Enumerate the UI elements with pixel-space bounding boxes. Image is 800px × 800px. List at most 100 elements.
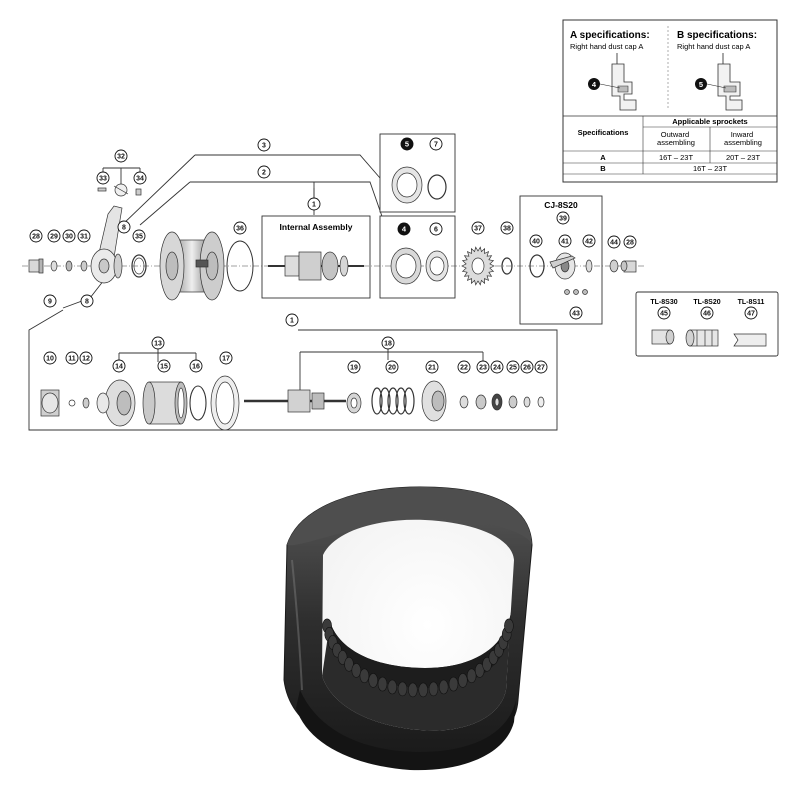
callout-number: 43 <box>572 311 580 318</box>
callout-n29-badge: 29 <box>47 229 61 243</box>
callout-circle <box>65 351 79 365</box>
callout-n16-badge: 16 <box>189 359 203 373</box>
part-5-dust-cap-b <box>391 166 423 204</box>
callout-number: 2 <box>262 170 266 177</box>
callout-circle <box>80 294 94 308</box>
part-35-ring <box>131 254 147 278</box>
callout-n28a-badge: 28 <box>29 229 43 243</box>
callout-circle <box>607 235 621 249</box>
callout-n23-badge: 23 <box>476 360 490 374</box>
dust-cap-a-drawing: 4 <box>588 53 637 111</box>
callout-circle <box>476 360 490 374</box>
part-30-washer <box>65 260 73 272</box>
ring-scallop <box>474 663 485 678</box>
ring-scallop <box>448 676 459 692</box>
callout-circle <box>257 165 271 179</box>
row-b-combined: 16T – 23T <box>693 164 727 173</box>
ring-inner-scallops <box>322 618 514 698</box>
part-33-34-pulley <box>97 183 142 197</box>
part-19-sun-gear <box>346 392 362 414</box>
row-a-inward: 20T – 23T <box>726 153 760 162</box>
part-20-spring <box>371 387 415 415</box>
callout-number: 42 <box>585 239 593 246</box>
part-25-washer <box>508 395 518 409</box>
ring-scallop <box>438 679 449 695</box>
callout-n6-badge: 6 <box>429 222 443 236</box>
b-spec-subtitle: Right hand dust cap A <box>677 42 750 51</box>
upper-parts <box>28 166 767 347</box>
callout-n3-badge: 3 <box>257 138 271 152</box>
callout-circle <box>29 229 43 243</box>
callout-number: 26 <box>523 365 531 372</box>
callout-n37-badge: 37 <box>471 221 485 235</box>
callout-number: 1 <box>312 202 316 209</box>
callout-n10-badge: 10 <box>43 351 57 365</box>
callout-number: 37 <box>474 226 482 233</box>
ring-scallop <box>359 668 370 684</box>
row-a-outward: 16T – 23T <box>659 153 693 162</box>
ring-gear-photo <box>283 486 533 771</box>
hub-shell <box>159 231 225 301</box>
callout-number: 7 <box>434 142 438 149</box>
tool-tl-8s30 <box>651 329 675 345</box>
callout-n36-badge: 36 <box>233 221 247 235</box>
callout-number: 23 <box>479 365 487 372</box>
part-38-snap-ring <box>501 257 513 275</box>
callout-circle <box>381 336 395 350</box>
ring-scallop <box>466 668 477 684</box>
callout-number: 38 <box>503 226 511 233</box>
ring-scallop <box>407 682 418 698</box>
tl-8s20-label: TL-8S20 <box>693 299 720 306</box>
callout-n35-badge: 35 <box>132 229 146 243</box>
callout-n1b-badge: 1 <box>285 313 299 327</box>
part-17-clutch-ring <box>210 375 240 431</box>
callout-circle <box>744 306 758 320</box>
marker-5-label: 5 <box>699 80 703 89</box>
marker-5-badge <box>695 78 707 90</box>
ring-scallop <box>351 663 362 678</box>
callout-circle <box>700 306 714 320</box>
callout-n17-badge: 17 <box>219 351 233 365</box>
ring-scallop <box>397 681 408 697</box>
part-11-ring <box>68 399 76 407</box>
callout-n32-badge: 32 <box>114 149 128 163</box>
callout-circle <box>569 306 583 320</box>
callout-n2-badge: 2 <box>257 165 271 179</box>
part-28-left-nut <box>28 258 44 274</box>
callout-circle <box>43 294 57 308</box>
ring-top-rim <box>287 487 532 546</box>
callout-lines <box>28 154 588 431</box>
dust-cap-b-drawing: 5 <box>695 53 743 111</box>
b-spec-title: B specifications: <box>677 30 757 41</box>
callout-n5-badge: 5 <box>400 137 414 151</box>
internal-assembly-drawing <box>268 251 364 281</box>
callout-number: 8 <box>85 299 89 306</box>
callout-number: 28 <box>32 234 40 241</box>
part-44-washer <box>609 259 619 273</box>
callout-number: 34 <box>136 176 144 183</box>
callout-circle <box>285 313 299 327</box>
callout-n9-badge: 9 <box>43 294 57 308</box>
callout-n19-badge: 19 <box>347 360 361 374</box>
callout-number: 24 <box>493 365 501 372</box>
part-21-planet-cage <box>421 380 447 422</box>
callout-circle <box>529 234 543 248</box>
part-7-ring <box>427 174 447 200</box>
callout-number: 47 <box>747 311 755 318</box>
callout-n21-badge: 21 <box>425 360 439 374</box>
callout-circle <box>79 351 93 365</box>
callout-circle <box>520 360 534 374</box>
part-22-washer <box>459 395 469 409</box>
callout-number: 40 <box>532 239 540 246</box>
part-36-seal-ring <box>226 240 254 292</box>
callout-n22-badge: 22 <box>457 360 471 374</box>
callout-number: 15 <box>160 364 168 371</box>
callout-circle <box>500 221 514 235</box>
callout-n40-badge: 40 <box>529 234 543 248</box>
callout-number: 28 <box>626 240 634 247</box>
callout-circle <box>43 351 57 365</box>
callout-circle <box>233 221 247 235</box>
callout-circle <box>385 360 399 374</box>
ring-scallop <box>457 673 468 688</box>
callout-circle <box>347 360 361 374</box>
